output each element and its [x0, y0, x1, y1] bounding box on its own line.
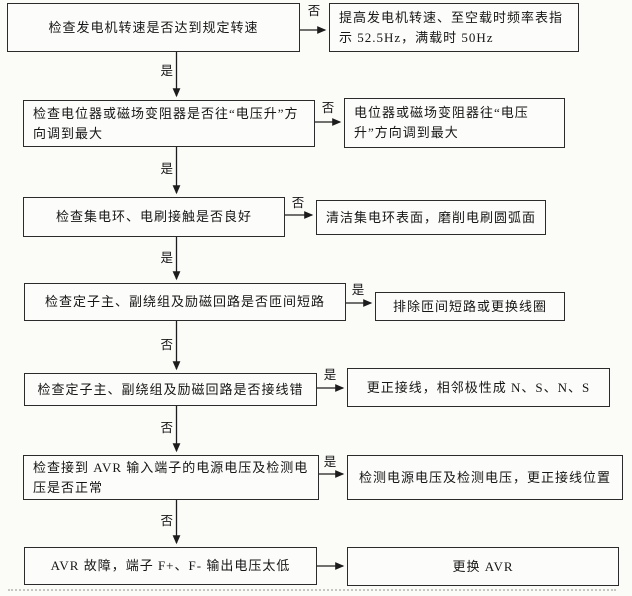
branch-label-no-2: 否	[321, 101, 335, 115]
down-label-yes-3: 是	[160, 251, 173, 265]
branch-label-yes-5: 是	[323, 368, 337, 382]
scan-artifact-line	[8, 589, 616, 591]
action-box-correct-wiring: 更正接线，相邻极性成 N、S、N、S	[347, 368, 610, 407]
action-box-fix-short-circuit: 排除匝间短路或更换线圈	[375, 292, 565, 321]
branch-label-yes-6: 是	[323, 455, 337, 469]
check-box-avr-input-voltage: 检查接到 AVR 输入端子的电源电压及检测电压是否正常	[23, 455, 319, 500]
check-box-turn-to-turn-short: 检查定子主、副绕组及励磁回路是否匝间短路	[24, 283, 346, 321]
check-box-wiring-error: 检查定子主、副绕组及励磁回路是否接线错	[24, 373, 317, 406]
check-box-slip-ring-brush: 检查集电环、电刷接触是否良好	[23, 197, 285, 237]
action-box-replace-avr: 更换 AVR	[347, 547, 619, 586]
check-box-potentiometer: 检查电位器或磁场变阻器是否往“电压升”方向调到最大	[23, 100, 315, 147]
down-label-no-4: 否	[160, 338, 173, 352]
branch-label-no-1: 否	[307, 4, 321, 18]
down-label-yes-2: 是	[160, 162, 173, 176]
down-label-no-5: 否	[160, 421, 173, 435]
check-box-generator-speed: 检查发电机转速是否达到规定转速	[7, 3, 300, 52]
action-box-raise-speed: 提高发电机转速、至空载时频率表指示 52.5Hz，满载时 50Hz	[329, 3, 579, 52]
branch-label-no-3: 否	[291, 196, 305, 210]
check-box-avr-fault: AVR 故障，端子 F+、F- 输出电压太低	[24, 547, 317, 585]
action-box-clean-slip-ring: 清洁集电环表面，磨削电刷圆弧面	[316, 200, 546, 235]
action-box-adjust-potentiometer: 电位器或磁场变阻器往“电压升”方向调到最大	[344, 98, 565, 148]
down-label-yes-1: 是	[160, 64, 173, 78]
action-box-check-supply-voltage: 检测电源电压及检测电压，更正接线位置	[347, 455, 623, 500]
down-label-no-6: 否	[160, 514, 173, 528]
branch-label-yes-4: 是	[351, 283, 365, 297]
